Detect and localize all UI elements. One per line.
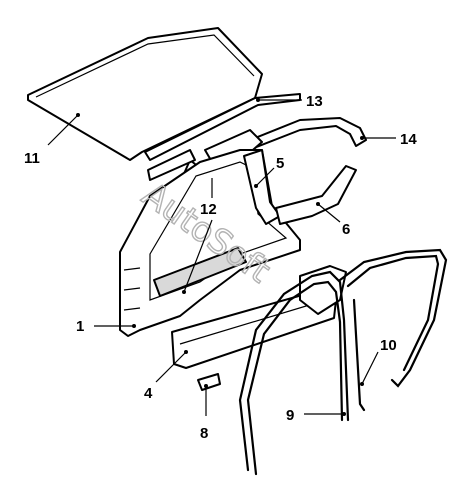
label-8: 8 (200, 425, 208, 442)
label-6: 6 (342, 221, 350, 238)
callout-9: 9 (286, 407, 346, 424)
label-9: 9 (286, 407, 294, 424)
callout-4: 4 (144, 350, 188, 402)
label-13: 13 (306, 93, 323, 110)
label-5: 5 (276, 155, 284, 172)
callout-14: 14 (360, 131, 417, 148)
label-12: 12 (200, 201, 217, 218)
callout-1: 1 (76, 318, 136, 335)
label-4: 4 (144, 385, 153, 402)
door-seal (238, 270, 350, 476)
callout-8: 8 (200, 384, 208, 442)
rear-roof-seal (249, 117, 367, 149)
callout-10: 10 (360, 337, 397, 386)
callout-12: 12 (182, 178, 217, 294)
rear-window-seal (338, 248, 448, 412)
label-10: 10 (380, 337, 397, 354)
callout-5: 5 (254, 155, 284, 188)
callout-13: 13 (256, 93, 323, 110)
label-11: 11 (24, 150, 40, 167)
bracket (197, 373, 221, 391)
label-1: 1 (76, 318, 84, 335)
callout-11: 11 (24, 113, 80, 167)
callout-6: 6 (316, 202, 350, 238)
rear-quarter-trim (275, 165, 357, 225)
label-14: 14 (400, 131, 417, 148)
